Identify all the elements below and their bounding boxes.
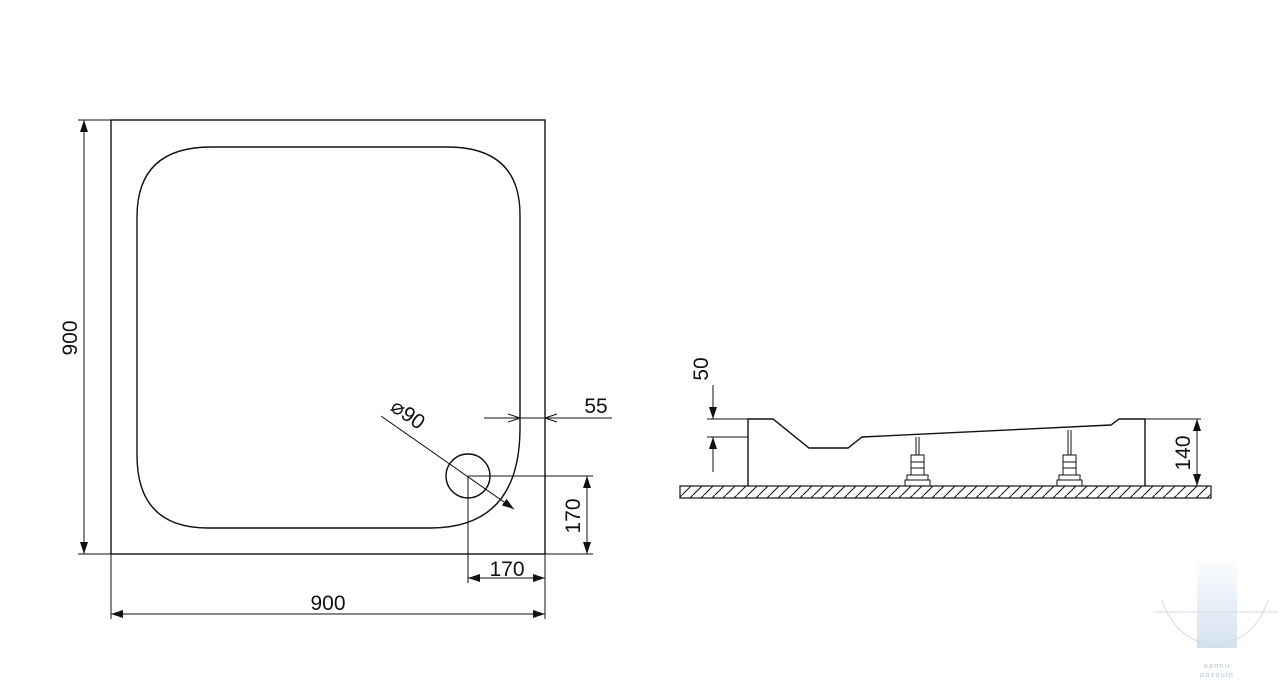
rim-height-label: 50	[690, 357, 713, 380]
tray-outline	[110, 119, 546, 555]
height-label: 900	[59, 320, 82, 355]
watermark-text-2: pasaule	[1200, 671, 1234, 679]
side-view: 50 140	[679, 357, 1212, 499]
plan-view: 900 900 55 ⌀90 170 170	[59, 119, 612, 619]
support-leg	[1056, 430, 1083, 487]
support-leg	[904, 437, 931, 487]
drain-offset-x-label: 170	[489, 558, 524, 581]
tray-profile	[747, 418, 1146, 486]
watermark-text-1: vannu	[1204, 662, 1231, 670]
drain-diameter-leader	[380, 415, 515, 510]
watermark-logo: vannu pasaule	[1153, 556, 1278, 679]
floor-hatching	[679, 485, 1212, 499]
total-height-label: 140	[1172, 435, 1195, 470]
rim-label: 55	[584, 395, 607, 418]
drain-diameter-label: ⌀90	[386, 395, 429, 434]
tray-basin-outline	[136, 146, 521, 529]
drain-offset-y-label: 170	[562, 498, 585, 533]
width-label: 900	[310, 592, 345, 615]
